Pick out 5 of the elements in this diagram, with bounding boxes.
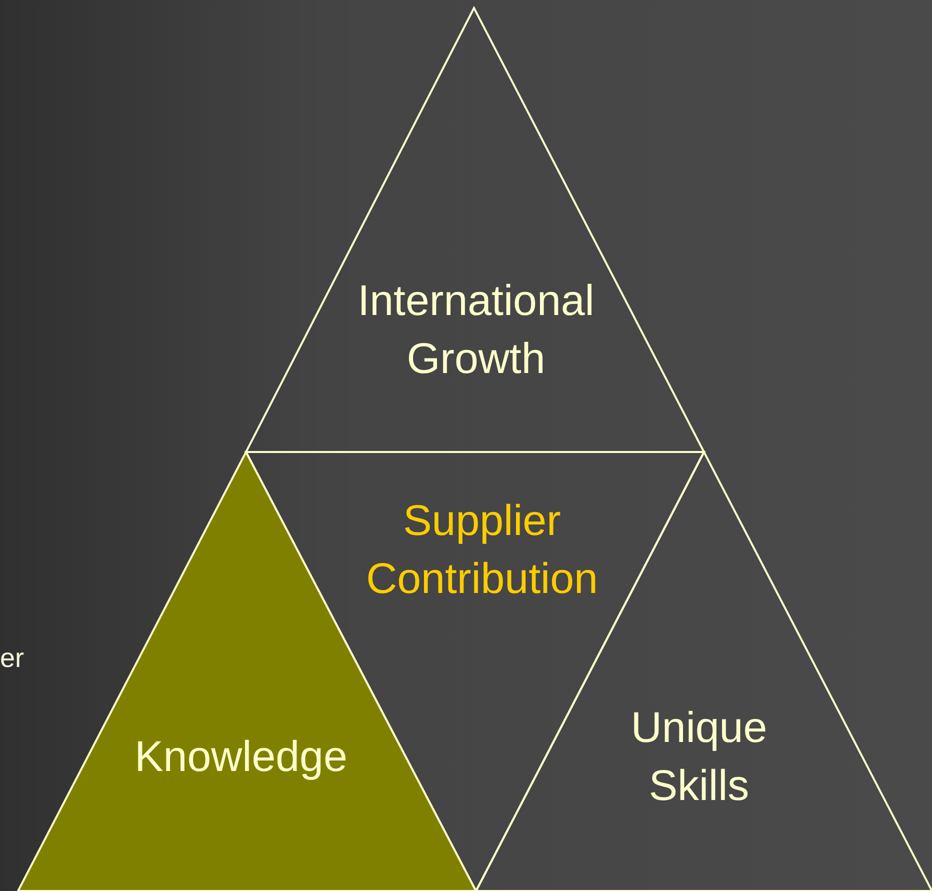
triangle-label: Unique Skills xyxy=(630,703,768,812)
triangle-label: International Growth xyxy=(356,276,596,385)
triangle-label: Supplier Contribution xyxy=(365,496,599,605)
triangle-label: Knowledge xyxy=(134,732,348,783)
text-fragment: er xyxy=(0,643,24,674)
